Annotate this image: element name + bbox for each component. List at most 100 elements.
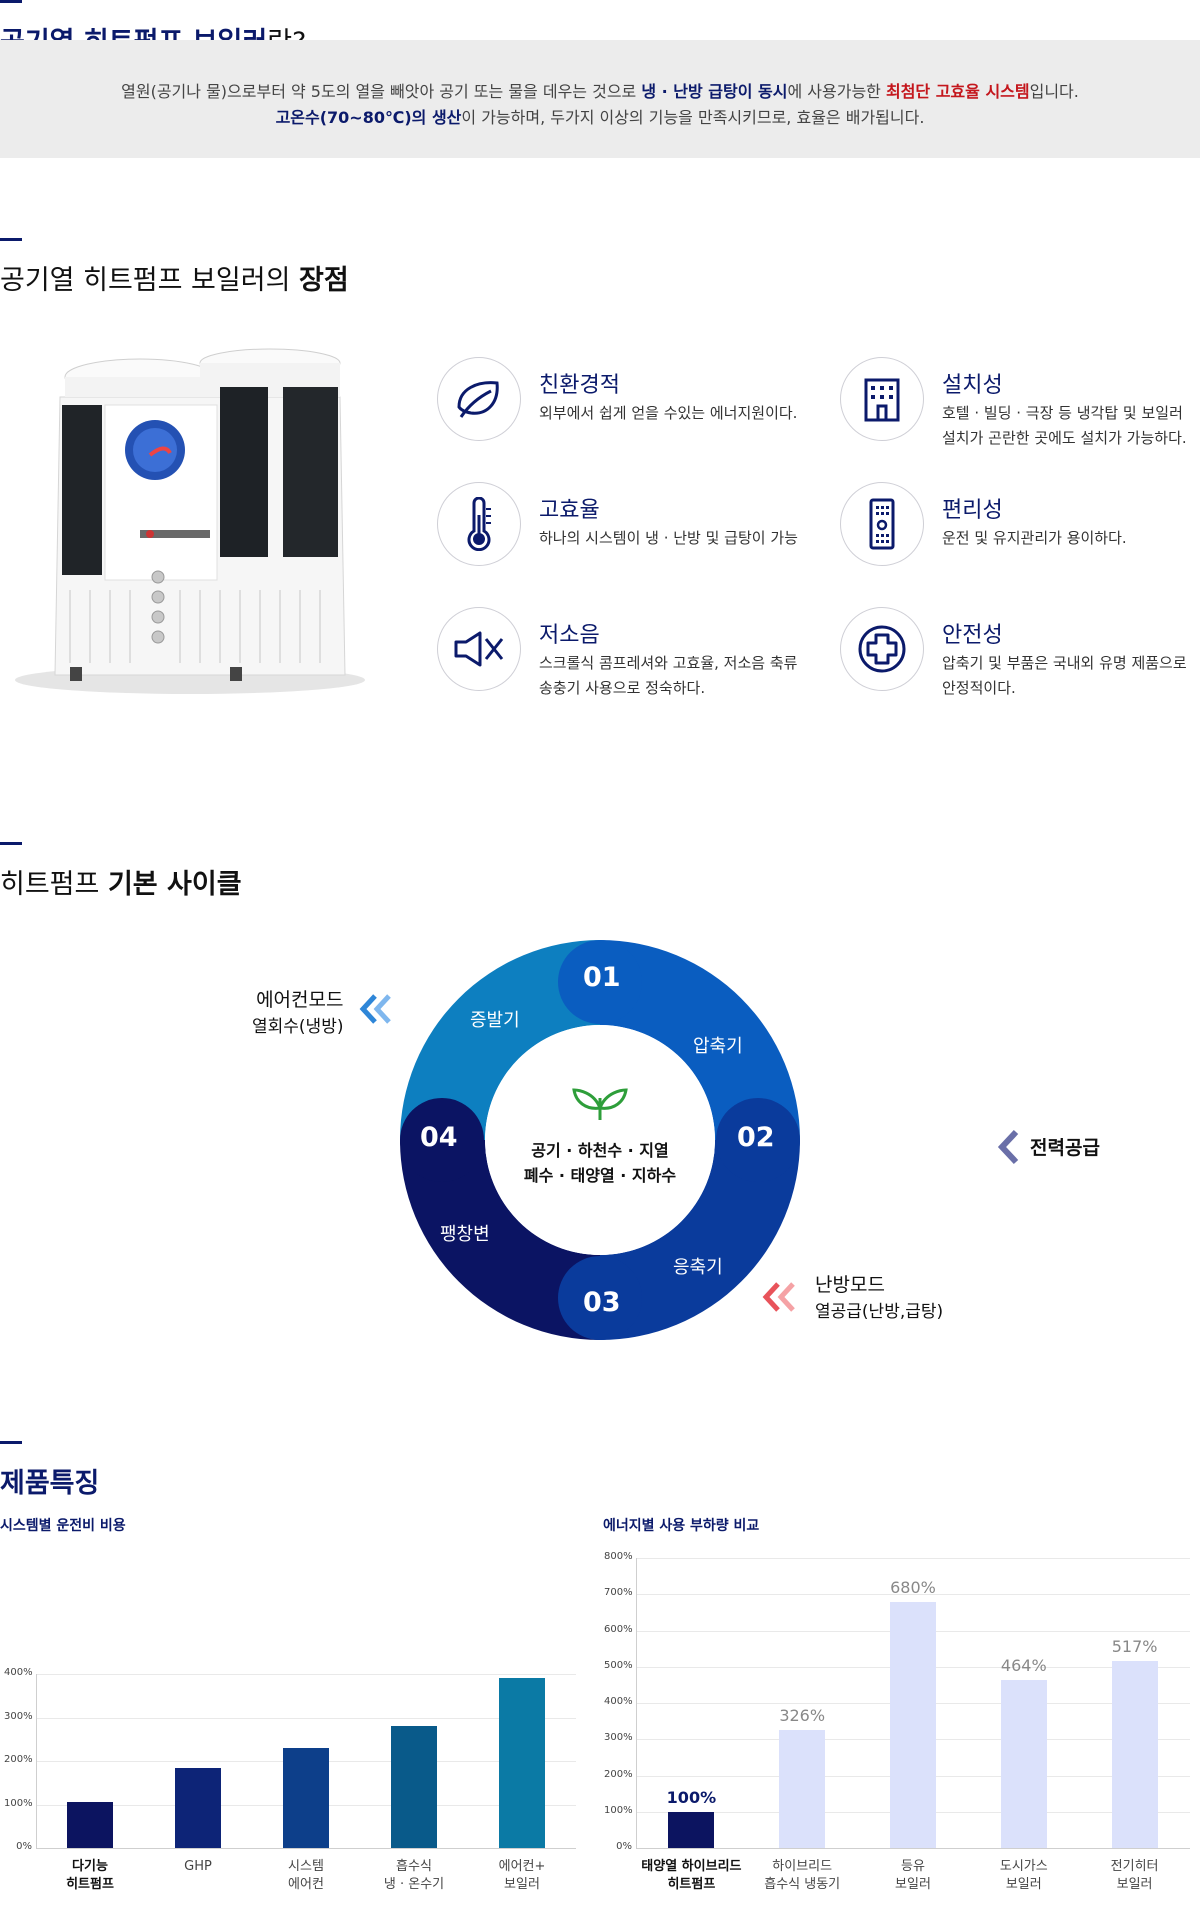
cycle-segment-compressor <box>600 940 800 1140</box>
feature-desc: 운전 및 유지관리가 용이하다. <box>942 529 1127 547</box>
y-tick-label: 0% <box>616 1841 632 1852</box>
x-tick-label-line: 하이브리드 <box>772 1859 833 1874</box>
advantages-title: 공기열 히트펌프 보일러의 장점 <box>0 265 349 296</box>
remote-control-icon <box>869 498 895 550</box>
y-tick-label: 300% <box>604 1732 633 1744</box>
grid-line <box>36 1717 576 1719</box>
feature-title: 친환경적 <box>539 373 620 398</box>
features-title: 제품특징 <box>0 1468 100 1499</box>
y-tick-label: 700% <box>604 1587 633 1599</box>
grid-line <box>636 1594 1190 1596</box>
x-tick-label-line: 보일러 <box>895 1877 931 1892</box>
data-label: 464% <box>1000 1655 1047 1675</box>
x-tick-label: 에어컨+ 보일러 <box>452 1858 592 1894</box>
cycle-step-label: 응축기 <box>673 1257 723 1278</box>
cycle-step-number: 03 <box>583 1287 621 1318</box>
y-tick-label: 600% <box>604 1623 633 1635</box>
x-tick-label-line: 히트펌프 <box>66 1877 114 1892</box>
chart-bar <box>668 1811 715 1848</box>
feature-title: 안전성 <box>942 623 1003 648</box>
y-tick-label: 400% <box>4 1667 33 1678</box>
y-tick-label: 100% <box>604 1804 633 1816</box>
cycle-segment-expansion-valve <box>400 1140 600 1340</box>
feature-icon-circle <box>437 482 521 566</box>
feature-icon-circle <box>437 357 521 441</box>
chart-bar <box>283 1747 329 1848</box>
intro-line-2: 고온수(70~80℃)의 생산이 가능하며, 두가지 이상의 기능을 만족시키므… <box>275 108 925 127</box>
heating-mode-label: 난방모드 열공급(난방,급탕) <box>815 1274 944 1322</box>
feature-desc: 하나의 시스템이 냉 · 난방 및 급탕이 가능 <box>539 529 798 547</box>
x-tick-label-line: 도시가스 <box>999 1859 1048 1874</box>
x-tick-label-line: 에어컨 <box>288 1877 324 1892</box>
y-tick-label: 800% <box>604 1551 633 1562</box>
leaf-icon <box>457 381 499 418</box>
thermometer-icon <box>467 497 491 551</box>
cycle-title: 히트펌프 기본 사이클 <box>0 869 242 900</box>
chart-bar <box>1111 1660 1158 1848</box>
chart-bar <box>175 1767 221 1848</box>
feature-desc: 외부에서 쉽게 얻을 수있는 에너지원이다. <box>539 404 798 422</box>
feature-title: 편리성 <box>942 498 1003 523</box>
chart-title-energy-load: 에너지별 사용 부하량 비교 <box>603 1518 760 1534</box>
cycle-step-label: 압축기 <box>693 1036 743 1057</box>
intro-box: 열원(공기나 물)으로부터 약 5도의 열을 빼앗아 공기 또는 물을 데우는 … <box>0 40 1200 158</box>
cycle-center-text: 공기 · 하천수 · 지열 폐수 · 태양열 · 지하수 <box>523 1141 677 1185</box>
y-tick-label: 300% <box>4 1710 33 1722</box>
x-tick-label-line: 다기능 <box>72 1859 108 1874</box>
x-tick-label-line: 에어컨+ <box>498 1859 546 1874</box>
intro-line-1: 열원(공기나 물)으로부터 약 5도의 열을 빼앗아 공기 또는 물을 데우는 … <box>121 82 1079 101</box>
section-dash <box>0 842 22 845</box>
data-label: 100% <box>666 1787 717 1807</box>
y-tick-label: 0% <box>16 1841 32 1852</box>
y-tick-label: 400% <box>604 1696 633 1707</box>
x-axis-line <box>36 1848 576 1849</box>
double-chevron-left-icon <box>359 994 391 1024</box>
y-tick-label: 100% <box>4 1797 33 1809</box>
cycle-step-number: 02 <box>737 1122 775 1153</box>
chart-bar <box>67 1802 113 1848</box>
grid-line <box>36 1674 576 1675</box>
power-supply-label: 전력공급 <box>1030 1137 1100 1159</box>
medical-cross-icon <box>858 625 906 673</box>
chart-bar <box>890 1601 936 1848</box>
cycle-step-label: 증발기 <box>470 1010 520 1031</box>
chart-bar <box>779 1729 826 1848</box>
chart-title-operating-cost: 시스템별 운전비 비용 <box>0 1518 126 1534</box>
building-icon <box>864 378 900 422</box>
cycle-step-number: 04 <box>420 1122 458 1153</box>
x-tick-label-line: 흡수식 <box>396 1859 432 1874</box>
x-tick-label-line: GHP <box>184 1859 212 1874</box>
chart-bar <box>499 1678 545 1848</box>
data-label: 680% <box>890 1577 936 1597</box>
y-axis-line <box>636 1558 637 1848</box>
chart-bar <box>391 1726 437 1848</box>
feature-icon-circle <box>840 607 924 691</box>
data-label: 326% <box>779 1705 826 1725</box>
cycle-step-number: 01 <box>583 962 621 993</box>
cycle-segment-condenser <box>600 1140 800 1340</box>
x-tick-label-line: 보일러 <box>1116 1877 1153 1892</box>
chevron-left-icon <box>997 1129 1019 1165</box>
x-tick-label-line: 히트펌프 <box>667 1877 716 1892</box>
x-tick-label-line: 흡수식 냉동기 <box>764 1877 841 1892</box>
y-tick-label: 500% <box>604 1659 633 1671</box>
cycle-segment-evaporator <box>400 940 600 1140</box>
chart-bar <box>1000 1679 1047 1848</box>
feature-icon-circle <box>840 482 924 566</box>
x-tick-label-line: 태양열 하이브리드 <box>641 1859 742 1874</box>
x-tick-label-line: 보일러 <box>504 1877 540 1892</box>
feature-title: 설치성 <box>942 373 1003 398</box>
feature-icon-circle <box>840 357 924 441</box>
cycle-diagram <box>400 940 800 1340</box>
section-dash <box>0 1441 22 1444</box>
double-chevron-left-icon <box>762 1282 795 1312</box>
grid-line <box>636 1558 1190 1559</box>
